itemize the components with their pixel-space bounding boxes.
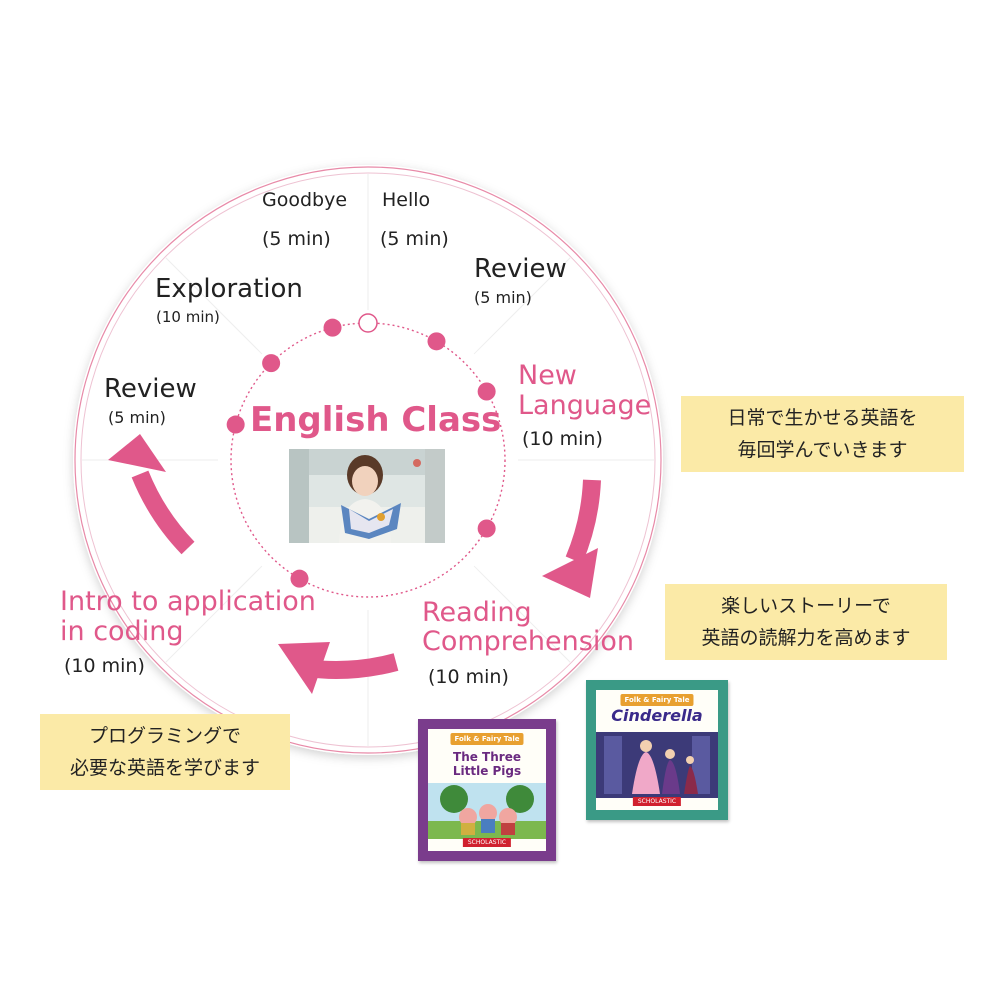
book-cover: Folk & Fairy Tale Cinderella SCHOLASTIC bbox=[596, 690, 718, 810]
coding-title-line-1: Intro to application bbox=[60, 586, 316, 617]
curved-arrow-left-head bbox=[108, 434, 166, 472]
note-line: 楽しいストーリーで bbox=[721, 595, 891, 617]
note-line: 必要な英語を学びます bbox=[69, 757, 260, 779]
review-1-duration: (5 min) bbox=[474, 288, 532, 307]
book-title-line-2: Little Pigs bbox=[452, 764, 522, 778]
curved-arrow-bottom-head bbox=[278, 642, 330, 694]
review-1-title: Review bbox=[474, 254, 567, 284]
wheel-outer-ring bbox=[74, 166, 662, 754]
reading-child-photo bbox=[289, 449, 445, 543]
segment-divider bbox=[473, 565, 571, 663]
exploration-title: Exploration bbox=[155, 274, 303, 304]
reading-title-line-1: Reading bbox=[422, 597, 532, 628]
book-series-badge: Folk & Fairy Tale bbox=[620, 694, 694, 706]
center-title: English Class bbox=[250, 400, 502, 440]
new-language-title-line-1: New bbox=[518, 360, 577, 391]
wheel-outer-ring-inner bbox=[80, 172, 656, 748]
curved-arrow-right-head bbox=[542, 548, 598, 598]
book-title: Cinderella bbox=[611, 706, 703, 725]
note-line: 日常で生かせる英語を bbox=[727, 407, 918, 429]
exploration-duration: (10 min) bbox=[156, 308, 220, 326]
segment-dot bbox=[262, 354, 281, 373]
segment-dot bbox=[323, 318, 342, 337]
start-dot bbox=[358, 313, 378, 333]
segment-divider bbox=[165, 565, 263, 663]
coding-note: プログラミングで 必要な英語を学びます bbox=[40, 714, 290, 790]
note-line: 毎回学んでいきます bbox=[737, 439, 908, 461]
book-title-line-1: The Three bbox=[453, 750, 521, 764]
new-language-title-line-2: Language bbox=[518, 390, 652, 421]
coding-duration: (10 min) bbox=[64, 655, 145, 677]
segment-dividers bbox=[82, 174, 654, 746]
segment-divider bbox=[165, 257, 263, 355]
review-2-duration: (5 min) bbox=[108, 408, 166, 427]
segment-dot bbox=[427, 332, 446, 351]
note-line: プログラミングで bbox=[88, 725, 241, 747]
reading-title-line-2: Comprehension bbox=[422, 626, 634, 657]
new-language-duration: (10 min) bbox=[522, 428, 603, 450]
segment-divider bbox=[473, 257, 571, 355]
hello-title: Hello bbox=[382, 189, 431, 211]
note-line: 英語の読解力を高めます bbox=[701, 627, 911, 649]
segment-dot bbox=[477, 382, 496, 401]
three-pigs-illustration bbox=[428, 783, 546, 839]
book-publisher: SCHOLASTIC bbox=[462, 838, 512, 847]
reading-duration: (10 min) bbox=[428, 666, 509, 688]
goodbye-duration: (5 min) bbox=[262, 228, 331, 250]
book-publisher: SCHOLASTIC bbox=[632, 797, 682, 806]
book-cinderella: Folk & Fairy Tale Cinderella SCHOLASTIC bbox=[586, 680, 728, 820]
curved-arrow-right bbox=[565, 479, 601, 564]
coding-title-line-2: in coding bbox=[60, 616, 184, 647]
segment-dot bbox=[226, 415, 245, 434]
book-three-little-pigs: Folk & Fairy Tale The Three Little Pigs … bbox=[418, 719, 556, 861]
segment-dot bbox=[477, 519, 496, 538]
segment-dots bbox=[226, 313, 496, 588]
goodbye-title: Goodbye bbox=[262, 189, 348, 211]
book-series-badge: Folk & Fairy Tale bbox=[450, 733, 524, 745]
new-language-note: 日常で生かせる英語を 毎回学んでいきます bbox=[681, 396, 964, 472]
curved-arrow-left bbox=[131, 470, 195, 555]
book-cover: Folk & Fairy Tale The Three Little Pigs … bbox=[428, 729, 546, 851]
segment-dot bbox=[290, 569, 309, 588]
cinderella-illustration bbox=[596, 732, 718, 798]
hello-duration: (5 min) bbox=[380, 228, 449, 250]
reading-note: 楽しいストーリーで 英語の読解力を高めます bbox=[665, 584, 947, 660]
review-2-title: Review bbox=[104, 374, 197, 404]
